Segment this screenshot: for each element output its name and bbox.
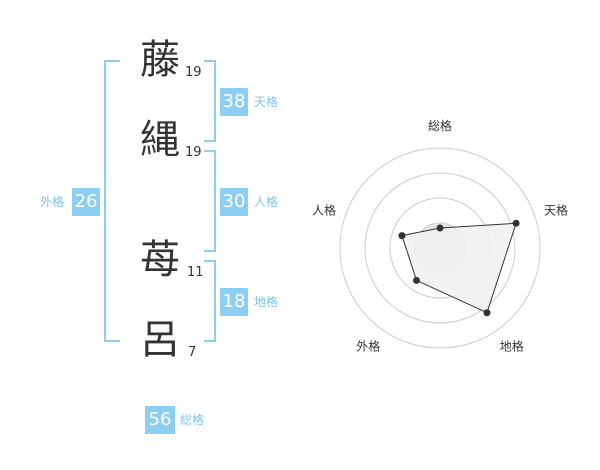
radar-point xyxy=(398,232,406,240)
stroke-count-1: 19 xyxy=(185,65,202,80)
radar-axis-label: 外格 xyxy=(356,339,380,354)
radar-point xyxy=(412,276,420,284)
radar-points xyxy=(398,219,520,317)
tenkaku-score-badge: 38 xyxy=(220,88,248,116)
chikaku-score-badge: 18 xyxy=(220,288,248,316)
tenkaku-bracket xyxy=(204,60,216,142)
soukaku-label: 総格 xyxy=(180,413,205,427)
radar-point xyxy=(436,224,444,232)
tenkaku-label: 天格 xyxy=(254,95,279,109)
radar-point xyxy=(483,309,491,317)
gaikaku-score-badge: 26 xyxy=(72,188,100,216)
stroke-count-4: 7 xyxy=(188,345,197,360)
name-char-4: 呂 xyxy=(140,317,180,363)
radar-ring xyxy=(364,172,516,324)
radar-ring xyxy=(339,147,541,349)
stroke-count-2: 19 xyxy=(185,145,202,160)
gaikaku-label: 外格 xyxy=(40,195,65,209)
gaikaku-bracket xyxy=(104,60,120,342)
radar-area xyxy=(401,222,517,314)
radar-point xyxy=(512,219,520,227)
stroke-count-3: 11 xyxy=(187,265,204,280)
chikaku-bracket xyxy=(204,260,216,342)
radar-axis-label: 天格 xyxy=(544,202,568,217)
name-char-2: 縄 xyxy=(140,117,180,163)
name-char-1: 藤 xyxy=(140,37,180,83)
chikaku-label: 地格 xyxy=(254,295,279,309)
jinkaku-bracket xyxy=(204,150,216,252)
radar-axis-label: 総格 xyxy=(428,118,452,133)
jinkaku-score-badge: 30 xyxy=(220,188,248,216)
jinkaku-label: 人格 xyxy=(254,195,279,209)
soukaku-score-badge: 56 xyxy=(145,406,175,434)
radar-axis-label: 人格 xyxy=(312,202,336,217)
radar-axis-label: 地格 xyxy=(500,339,524,354)
name-char-3: 苺 xyxy=(140,237,180,283)
